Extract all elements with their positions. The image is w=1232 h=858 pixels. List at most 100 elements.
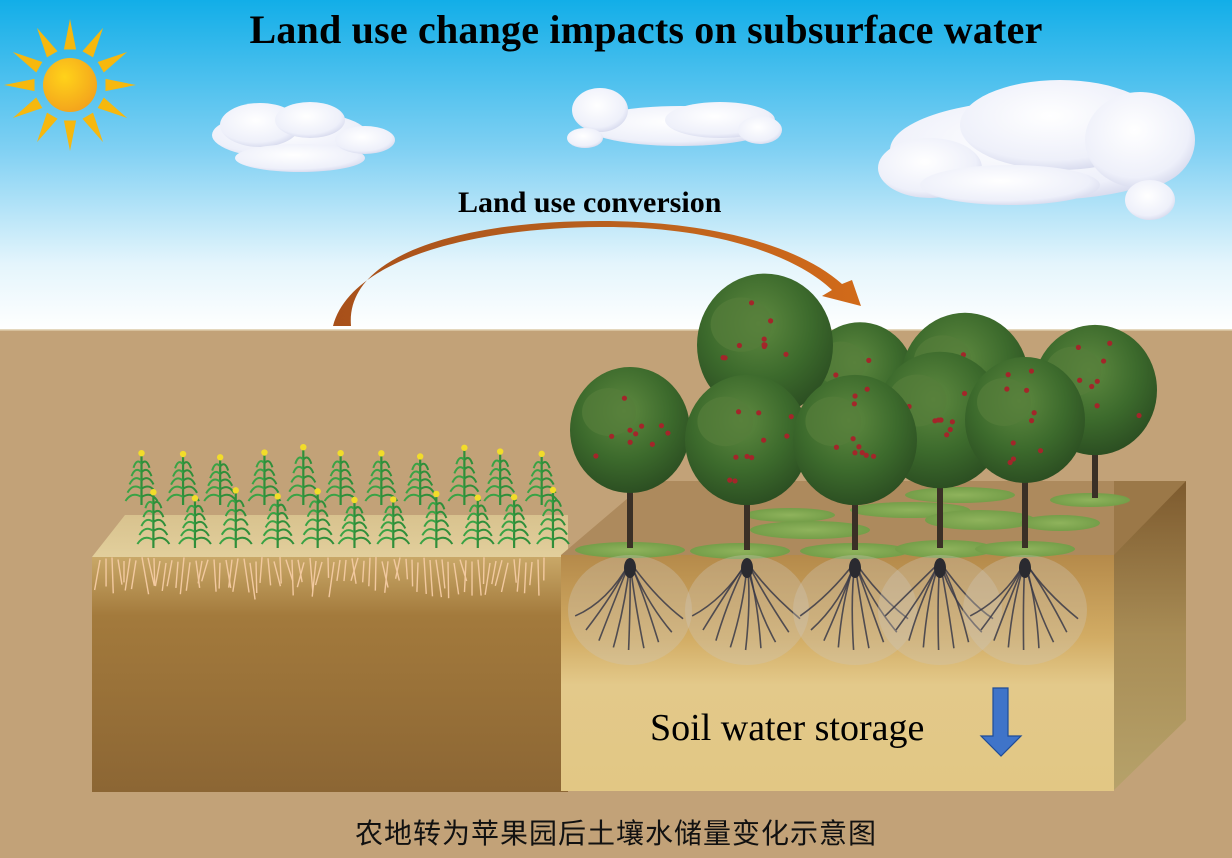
apple (935, 417, 941, 423)
grass-patch (895, 540, 995, 558)
crop-root (259, 557, 263, 584)
sun-ray (12, 97, 43, 118)
apple (1010, 440, 1016, 446)
crop-root (523, 562, 527, 594)
crop-root (513, 559, 517, 583)
apple (1077, 377, 1083, 383)
crop-root (179, 557, 185, 595)
crop-root (477, 559, 482, 596)
crop-root (175, 561, 179, 589)
farmland-block (92, 443, 570, 792)
corn-plant (497, 493, 531, 548)
crop-root (429, 559, 434, 597)
grass-patch (905, 487, 1015, 503)
crop-root (285, 559, 294, 582)
crop-root (435, 559, 443, 598)
corn-plant (460, 494, 495, 548)
crop-root (166, 560, 173, 587)
apple (621, 395, 628, 401)
corn-tassel (538, 450, 545, 458)
grass-patches (575, 487, 1130, 559)
apple (1028, 368, 1035, 374)
apple (749, 454, 755, 461)
apple (1007, 459, 1013, 466)
apple (732, 478, 738, 484)
crop-root (491, 560, 497, 585)
apple (949, 419, 955, 425)
grass-patch (975, 541, 1075, 557)
corn-plant (447, 444, 482, 505)
apple (722, 355, 728, 361)
crop-root (130, 560, 137, 590)
corn-plant (364, 450, 399, 505)
corn-tassel (337, 449, 344, 457)
apple (1089, 383, 1095, 390)
grass-patch (1020, 515, 1100, 531)
apple-trees (570, 273, 1157, 550)
grass-patch (1050, 493, 1130, 507)
grass-patch (750, 521, 870, 539)
crop-root (255, 561, 258, 594)
crop-root (374, 557, 377, 591)
apple (767, 318, 774, 324)
crop-root (311, 560, 317, 597)
crop-root (393, 558, 401, 581)
corn-tassel (138, 449, 145, 457)
crop-root (185, 562, 191, 591)
corn-plant (203, 454, 238, 505)
apple (863, 452, 869, 458)
apple (833, 372, 839, 378)
corn-tassel (378, 450, 385, 457)
crop-root (361, 560, 365, 583)
corn-tassel (179, 450, 187, 458)
corn-tassel (150, 489, 157, 496)
crop-root (416, 562, 419, 592)
corn-plant (260, 493, 295, 548)
crop-root (350, 557, 359, 581)
crop-root (147, 557, 156, 586)
corn-plant (124, 449, 159, 505)
crop-root (232, 558, 239, 592)
crop-root (381, 561, 389, 588)
crop-root (516, 558, 521, 592)
apple (1094, 403, 1100, 409)
crop-root (463, 560, 467, 593)
cloud-middle (567, 88, 782, 148)
apple (756, 410, 762, 416)
apple (788, 413, 794, 420)
apple (1029, 418, 1035, 424)
crop-root (423, 557, 427, 594)
apple (1031, 410, 1037, 416)
apple (1107, 340, 1113, 346)
apple (761, 437, 767, 443)
crop-root (154, 560, 161, 587)
conversion-label: Land use conversion (458, 186, 722, 219)
apple (1136, 412, 1142, 419)
sun-ray (4, 78, 35, 92)
sun-ray (37, 27, 58, 58)
apple (1010, 456, 1017, 462)
crop-root (117, 559, 123, 585)
apple (633, 431, 639, 437)
apple (784, 433, 790, 439)
apple (593, 453, 599, 459)
crop-root (161, 562, 167, 592)
corn-plant (403, 453, 438, 505)
crop-root (243, 558, 250, 593)
crop-root (228, 559, 233, 588)
apple (627, 439, 633, 445)
corn-plant (419, 490, 454, 548)
apple (727, 477, 733, 483)
tree-roots (568, 555, 1087, 665)
apple (1037, 448, 1044, 454)
crop-root (394, 557, 401, 579)
corn-tassel (433, 490, 440, 498)
apple (870, 453, 877, 459)
grass-patch (745, 508, 835, 522)
chinese-caption: 农地转为苹果园后土壤水储量变化示意图 (354, 817, 877, 850)
diagram-title: Land use change impacts on subsurface wa… (249, 7, 1043, 52)
grass-patch (575, 542, 685, 558)
tree-root-system (685, 555, 809, 665)
soil-water-storage-label: Soil water storage (650, 707, 925, 749)
apple (1004, 386, 1010, 392)
